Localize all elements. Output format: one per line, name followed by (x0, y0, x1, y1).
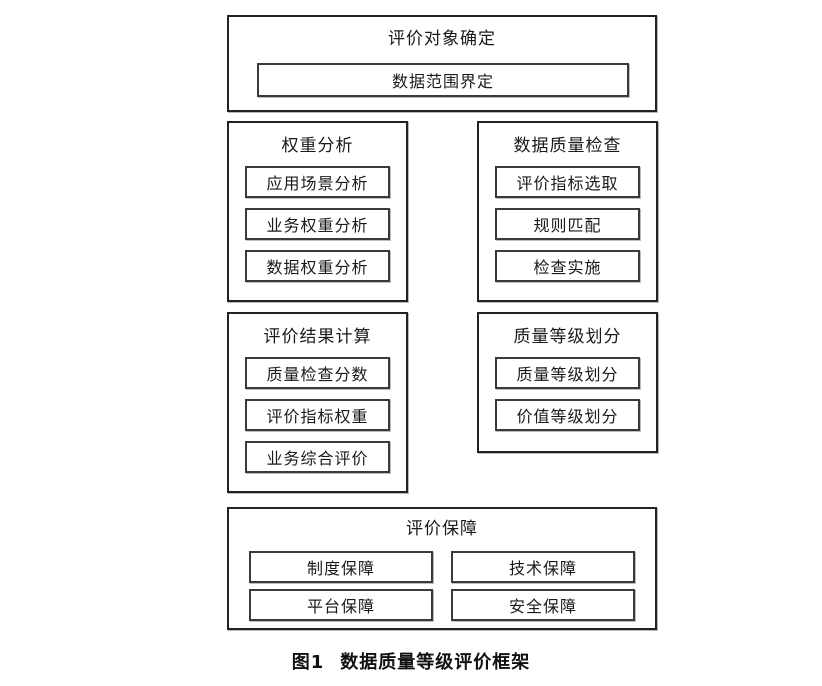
section-title-evaluation-target: 评价对象确定 (388, 29, 496, 49)
node-business-weight-analysis: 业务权重分析 (245, 208, 390, 240)
section-title-result-calculation: 评价结果计算 (263, 327, 372, 347)
section-title-weight-analysis: 权重分析 (281, 136, 354, 156)
node-value-grade-division: 价值等级划分 (495, 399, 640, 431)
section-evaluation-target: 评价对象确定 数据范围界定 (227, 15, 657, 112)
section-body-result-calculation: 质量检查分数 评价指标权重 业务综合评价 (245, 357, 390, 473)
section-evaluation-guarantee: 评价保障 制度保障 技术保障 平台保障 安全保障 (227, 507, 657, 630)
node-business-comprehensive-evaluation: 业务综合评价 (245, 441, 390, 473)
section-grade-division: 质量等级划分 质量等级划分 价值等级划分 (477, 312, 658, 453)
section-title-data-quality-check: 数据质量检查 (513, 136, 622, 156)
node-rule-matching: 规则匹配 (495, 208, 640, 240)
section-body-evaluation-target: 数据范围界定 (257, 63, 629, 97)
section-body-grade-division: 质量等级划分 价值等级划分 (495, 357, 640, 431)
node-quality-grade-division: 质量等级划分 (495, 357, 640, 389)
section-weight-analysis: 权重分析 应用场景分析 业务权重分析 数据权重分析 (227, 121, 408, 302)
node-data-weight-analysis: 数据权重分析 (245, 250, 390, 282)
figure-caption-text: 数据质量等级评价框架 (340, 652, 531, 673)
figure-caption-number: 图1 (291, 652, 325, 673)
section-body-weight-analysis: 应用场景分析 业务权重分析 数据权重分析 (245, 166, 390, 282)
node-institutional-guarantee: 制度保障 (249, 551, 433, 583)
figure-caption: 图1 数据质量等级评价框架 (0, 648, 822, 674)
section-data-quality-check: 数据质量检查 评价指标选取 规则匹配 检查实施 (477, 121, 658, 302)
node-quality-check-score: 质量检查分数 (245, 357, 390, 389)
node-platform-guarantee: 平台保障 (249, 589, 433, 621)
section-body-data-quality-check: 评价指标选取 规则匹配 检查实施 (495, 166, 640, 282)
node-evaluation-index-weight: 评价指标权重 (245, 399, 390, 431)
node-evaluation-index-selection: 评价指标选取 (495, 166, 640, 198)
node-security-guarantee: 安全保障 (451, 589, 635, 621)
section-body-evaluation-guarantee: 制度保障 技术保障 平台保障 安全保障 (249, 551, 635, 621)
node-check-implementation: 检查实施 (495, 250, 640, 282)
node-data-scope-definition: 数据范围界定 (257, 63, 629, 97)
section-result-calculation: 评价结果计算 质量检查分数 评价指标权重 业务综合评价 (227, 312, 408, 493)
section-title-grade-division: 质量等级划分 (513, 327, 622, 347)
section-title-evaluation-guarantee: 评价保障 (406, 519, 478, 539)
node-technical-guarantee: 技术保障 (451, 551, 635, 583)
node-application-scenario-analysis: 应用场景分析 (245, 166, 390, 198)
